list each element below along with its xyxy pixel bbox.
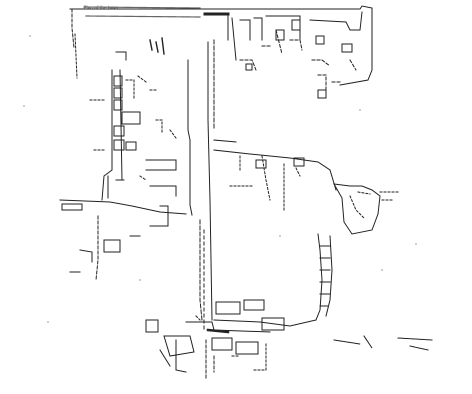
bottom-bldg-2 xyxy=(243,299,265,311)
bottom-bldg-3 xyxy=(261,317,285,331)
left-wing-bldg xyxy=(61,203,83,211)
header-scribble-2 xyxy=(85,15,201,18)
bottom-left xyxy=(145,319,159,333)
top-right-bldg-5 xyxy=(245,63,253,71)
speck-3 xyxy=(359,109,361,111)
top-boundary-2 xyxy=(71,8,75,49)
top-right-bldg-2 xyxy=(291,19,301,31)
main-street-west xyxy=(187,59,193,216)
top-boundary xyxy=(69,5,373,10)
east-bulge-tail xyxy=(379,191,399,201)
east-bulge xyxy=(333,183,381,235)
bottom-road-2 xyxy=(185,321,271,333)
east-column-blocks xyxy=(319,245,331,307)
speck-5 xyxy=(139,279,141,281)
speck-2 xyxy=(23,105,25,107)
ew-bldg-1 xyxy=(255,159,267,169)
top-right-details xyxy=(239,29,357,99)
left-block-7 xyxy=(125,141,137,151)
left-wing-lower xyxy=(95,215,99,281)
speck-6 xyxy=(47,321,49,323)
ew-road-2 xyxy=(213,139,237,143)
left-details xyxy=(89,75,159,151)
top-right-bldg-1 xyxy=(275,29,285,41)
bottom-road xyxy=(213,319,317,327)
left-block-6 xyxy=(113,139,125,151)
left-wing-edge xyxy=(107,175,125,199)
right-scribble-1 xyxy=(333,335,373,349)
left-block-1 xyxy=(113,75,123,87)
main-street-east xyxy=(207,41,213,321)
main-street-inner xyxy=(199,39,215,321)
central-block xyxy=(145,159,177,171)
bottom-bar xyxy=(206,328,230,334)
speck-1 xyxy=(29,35,31,37)
bottom-bldg-4 xyxy=(211,337,233,351)
left-block-3 xyxy=(113,99,123,111)
left-wing xyxy=(59,199,187,215)
upper-mid-mark-2 xyxy=(115,51,127,61)
left-block-2 xyxy=(113,87,123,99)
top-right-block xyxy=(227,7,373,86)
speck-7 xyxy=(381,269,383,271)
bottom-bldg-1 xyxy=(215,301,241,315)
ew-road xyxy=(213,149,337,191)
left-block-4 xyxy=(121,111,141,125)
bottom-left-2 xyxy=(163,335,195,357)
ew-details xyxy=(229,155,301,211)
central-details xyxy=(139,119,177,181)
upper-mid-mark xyxy=(149,37,165,55)
top-right-bldg-6 xyxy=(317,89,327,99)
speck-4 xyxy=(415,243,417,245)
left-block-5 xyxy=(113,125,125,137)
left-wing-details xyxy=(69,235,141,273)
bottom-bldg-5 xyxy=(235,341,259,355)
ew-bldg-2 xyxy=(293,157,305,167)
right-scribble-2 xyxy=(397,337,433,351)
speck-8 xyxy=(279,235,281,237)
bottom-details xyxy=(195,315,267,371)
top-left-edge xyxy=(74,33,78,79)
bottom-vertical xyxy=(205,339,215,381)
top-right-bldg-4 xyxy=(341,43,353,53)
east-column-2 xyxy=(325,235,333,317)
top-right-bldg-3 xyxy=(315,35,325,45)
central-block-3 xyxy=(149,205,169,227)
header-scribble-1 xyxy=(83,6,201,9)
left-column-edge xyxy=(101,69,113,201)
east-column xyxy=(315,233,323,321)
central-block-2 xyxy=(149,185,177,197)
bottom-left-3 xyxy=(159,339,187,373)
east-bulge-detail xyxy=(349,191,371,219)
